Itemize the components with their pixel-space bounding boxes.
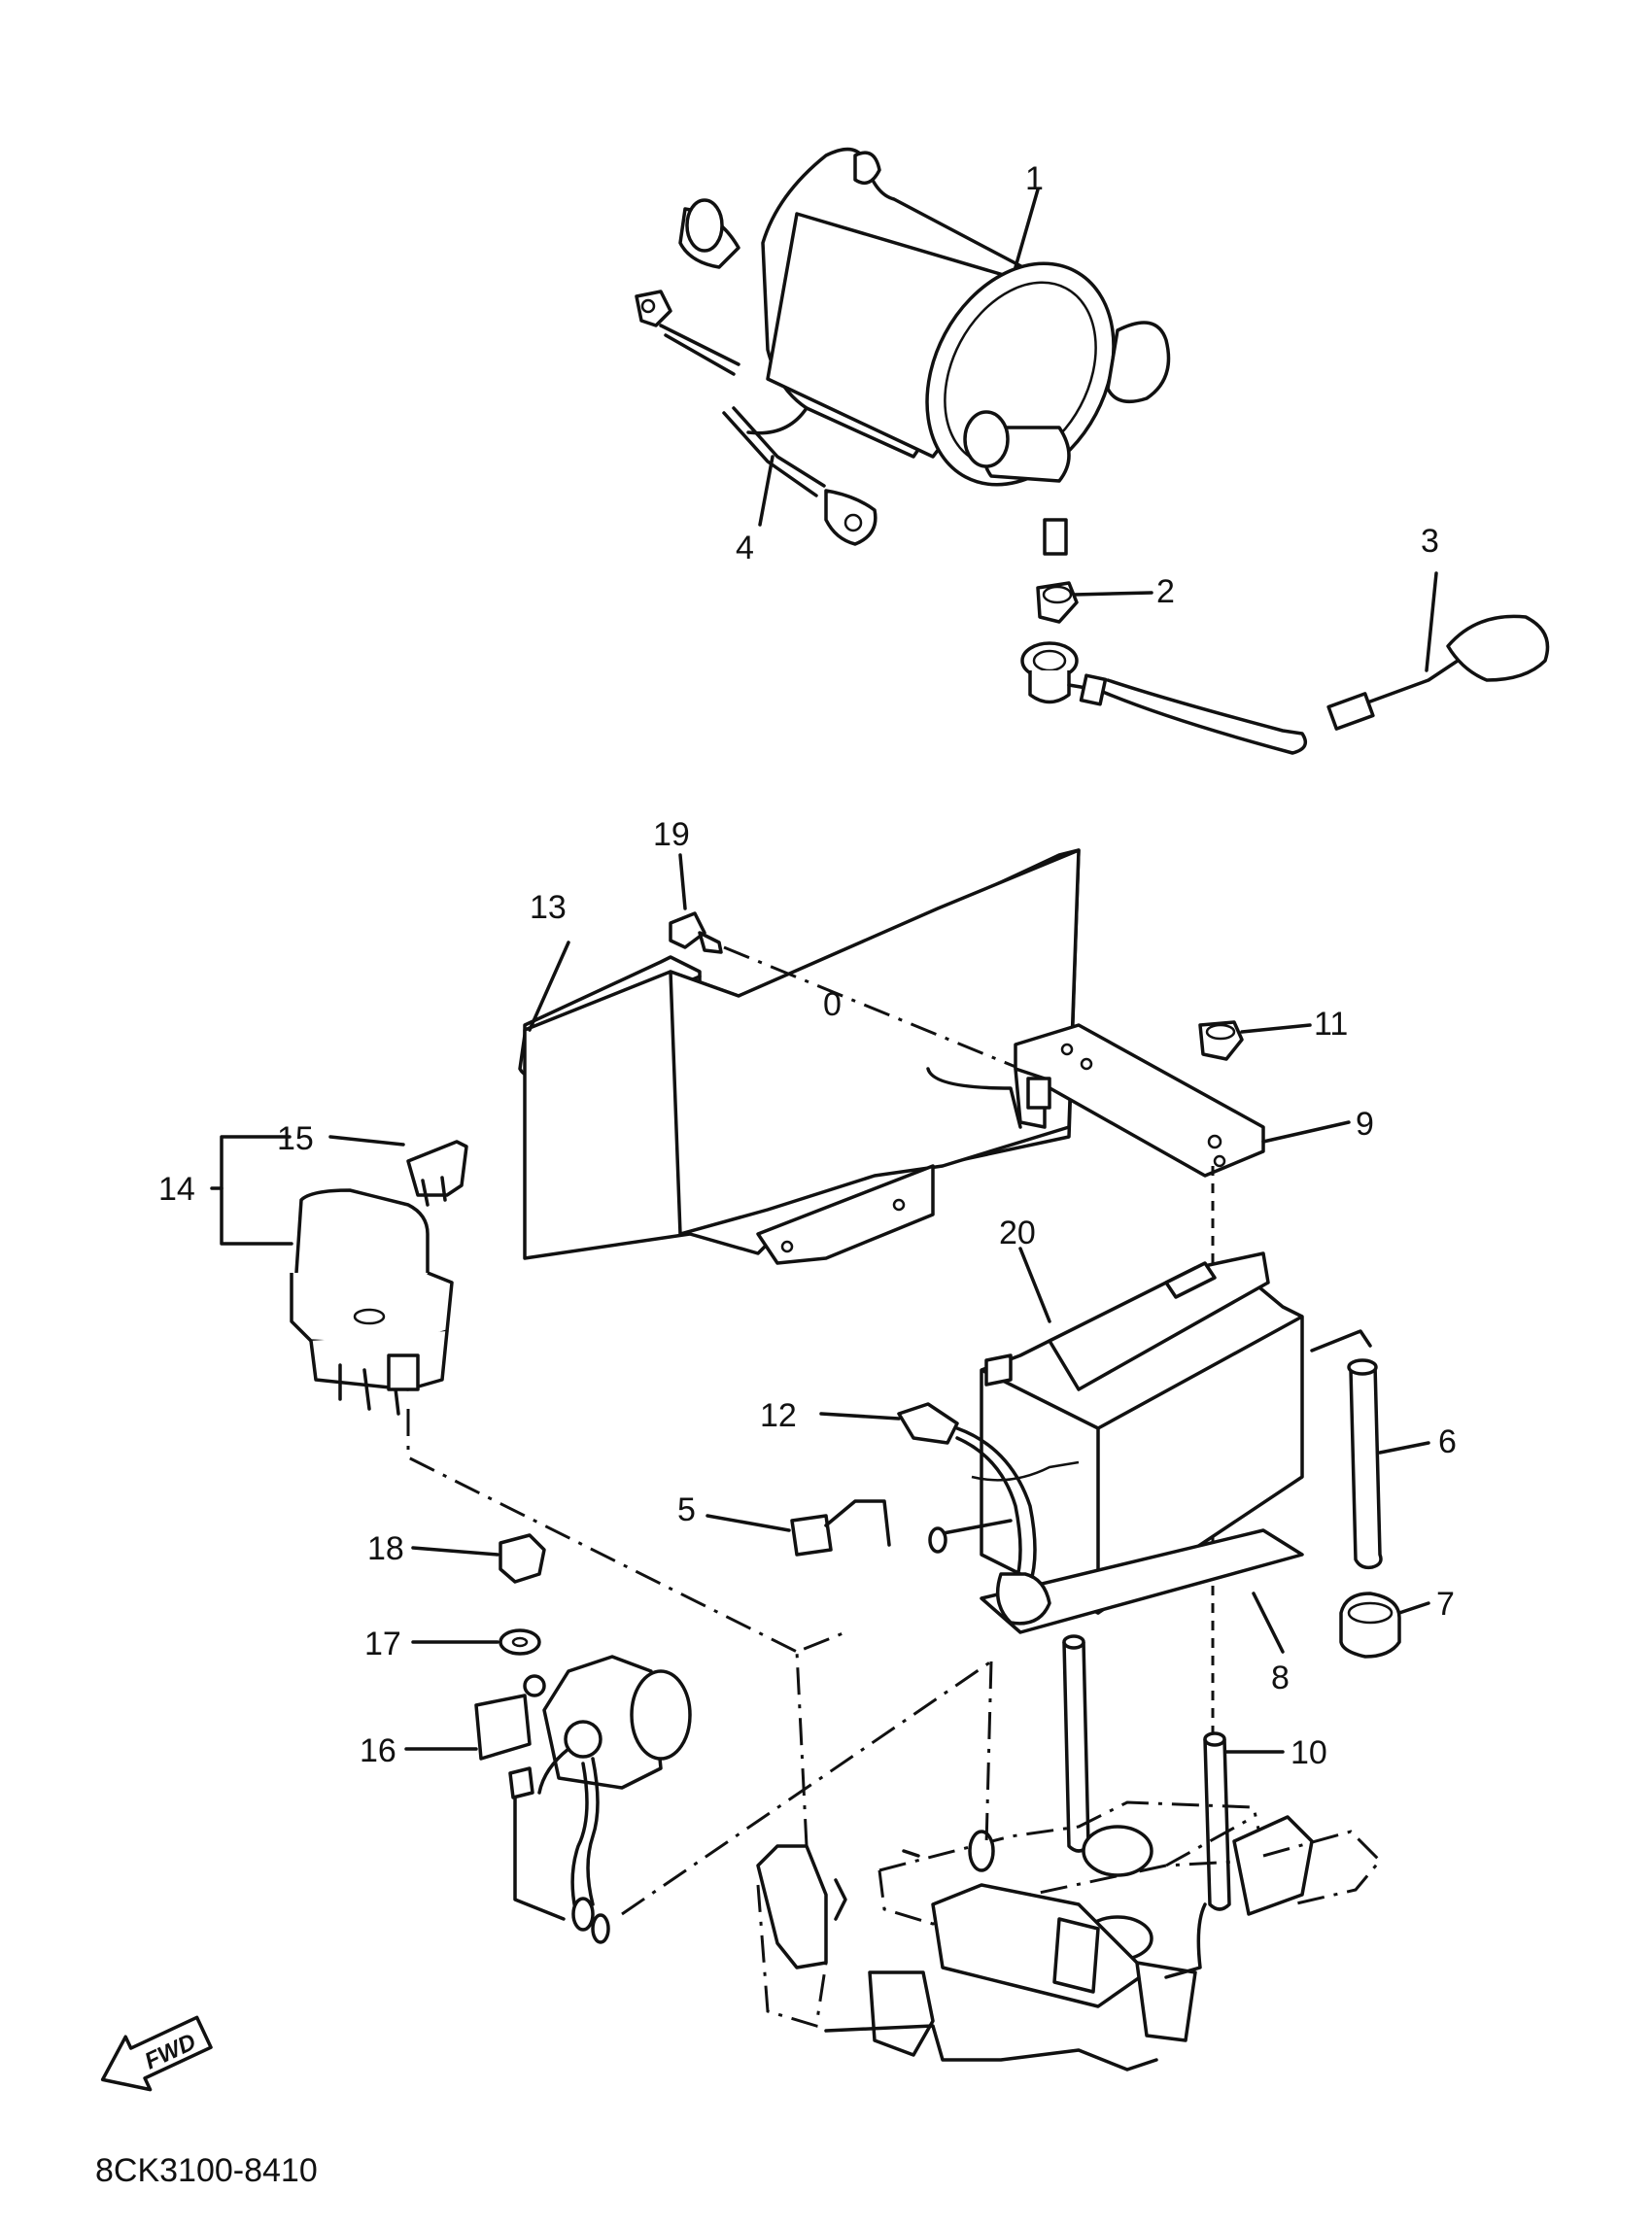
leader-dash <box>723 945 1021 1071</box>
callout-10: 10 <box>1291 1734 1327 1771</box>
washer-17 <box>499 1628 541 1656</box>
battery-lead <box>897 1402 1080 1626</box>
drawing-code: 8CK3100-8410 <box>95 2152 318 2189</box>
callout-3: 3 <box>1421 523 1439 560</box>
clip-5 <box>790 1499 891 1557</box>
callout-20: 20 <box>999 1215 1036 1251</box>
callout-12: 12 <box>760 1397 797 1434</box>
harness-leader <box>621 1660 992 1916</box>
callout-14: 14 <box>158 1171 195 1208</box>
lead-wire <box>635 290 878 546</box>
callout-13: 13 <box>530 889 567 926</box>
callout-labels: 1 2 3 4 5 6 7 8 9 10 11 12 13 14 15 16 1… <box>158 160 1457 1771</box>
callout-17: 17 <box>364 1626 401 1662</box>
callout-2: 2 <box>1156 573 1175 610</box>
screw-19 <box>669 911 723 954</box>
nut-2 <box>1036 581 1079 624</box>
fwd-arrow: FWD <box>100 2015 213 2092</box>
callout-18: 18 <box>367 1530 404 1567</box>
starter-relay <box>474 1655 692 1944</box>
battery-20 <box>980 1251 1304 1615</box>
starter-motor <box>678 147 1171 556</box>
callout-8: 8 <box>1271 1660 1290 1696</box>
callout-15: 15 <box>277 1120 314 1157</box>
callout-9: 9 <box>1356 1106 1374 1143</box>
battery-tray <box>756 1630 1383 2072</box>
callout-6: 6 <box>1438 1423 1457 1460</box>
breather-pipe <box>1310 1329 1383 1570</box>
grommet-7 <box>1339 1592 1401 1659</box>
callout-4: 4 <box>736 530 754 566</box>
callout-16: 16 <box>360 1732 396 1769</box>
callout-1: 1 <box>1025 160 1044 197</box>
starter-cable <box>1020 614 1550 755</box>
callout-5: 5 <box>677 1491 696 1528</box>
nut-18 <box>499 1533 546 1584</box>
relay-assembly <box>290 1140 468 1416</box>
leader-lines <box>210 188 1438 1754</box>
callout-11: 11 <box>1314 1006 1348 1043</box>
bracket-9 <box>1014 1023 1265 1178</box>
studs-10 <box>1062 1634 1231 1911</box>
nut-11 <box>1198 1020 1244 1061</box>
relay-leader <box>406 1409 798 1654</box>
callout-19: 19 <box>653 816 690 853</box>
callout-7: 7 <box>1436 1586 1455 1623</box>
cover-hole-mark: 0 <box>823 986 842 1023</box>
battery-cover <box>518 848 1081 1265</box>
